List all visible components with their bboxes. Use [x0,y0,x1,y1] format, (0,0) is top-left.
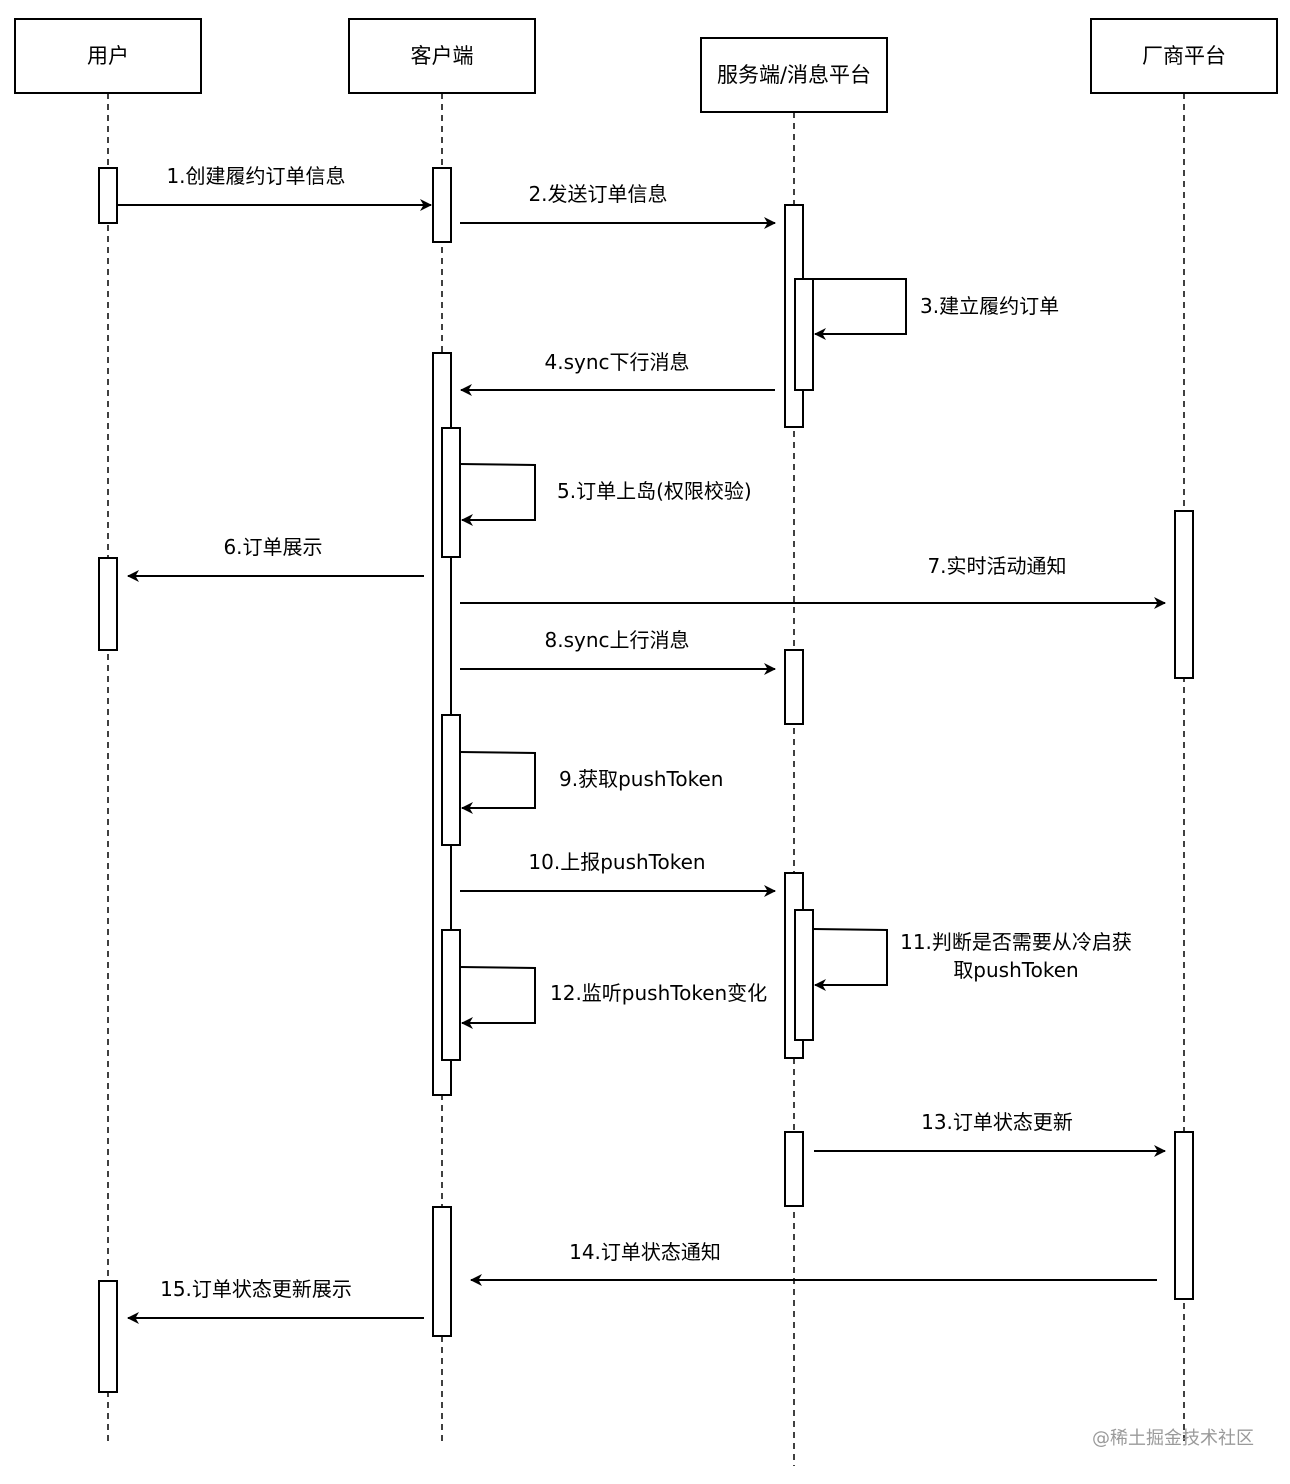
activation-server-nested-3 [794,278,814,391]
activation-server-4 [784,1131,804,1207]
message-label-6: 6.订单展示 [223,535,322,559]
message-label-9: 9.获取pushToken [559,767,723,791]
activation-client-nested-5 [441,427,461,558]
message-label-4: 4.sync下行消息 [544,350,689,374]
message-label-1: 1.创建履约订单信息 [166,164,345,188]
actor-server-label: 服务端/消息平台 [717,63,871,87]
activation-server-2 [784,649,804,725]
message-label-14: 14.订单状态通知 [569,1240,721,1264]
activation-user-1 [98,167,118,224]
message-arrow-11 [812,928,888,991]
watermark-text: @稀土掘金技术社区 [1092,1428,1254,1449]
activation-client-nested-12 [441,929,461,1061]
actor-client: 客户端 [348,18,536,94]
message-label-8: 8.sync上行消息 [544,628,689,652]
activation-vendor-2 [1174,1131,1194,1300]
actor-vendor-label: 厂商平台 [1142,44,1226,68]
message-label-7: 7.实时活动通知 [927,554,1066,578]
message-arrow-5 [459,463,536,526]
message-arrow-9 [459,751,536,814]
message-label-12: 12.监听pushToken变化 [550,981,767,1005]
activation-user-3 [98,1280,118,1393]
message-arrow-3 [813,278,907,340]
actor-user: 用户 [14,18,202,94]
activation-vendor-1 [1174,510,1194,679]
message-label-3: 3.建立履约订单 [920,294,1059,318]
message-label-5: 5.订单上岛(权限校验) [557,479,752,503]
activation-client-nested-9 [441,714,461,846]
actor-client-label: 客户端 [411,44,474,68]
activation-client-3 [432,1206,452,1337]
activation-server-nested-11 [794,909,814,1041]
message-label-11-line-1: 11.判断是否需要从冷启获 [900,930,1132,954]
activation-user-2 [98,557,118,651]
actor-server: 服务端/消息平台 [700,37,888,113]
message-label-11-line-2: 取pushToken [953,958,1078,982]
message-label-2: 2.发送订单信息 [528,182,667,206]
actor-vendor: 厂商平台 [1090,18,1278,94]
message-arrow-12 [459,966,536,1029]
message-label-13: 13.订单状态更新 [921,1110,1073,1134]
actor-user-label: 用户 [87,44,129,68]
activation-client-1 [432,167,452,243]
message-label-15: 15.订单状态更新展示 [160,1277,352,1301]
message-label-10: 10.上报pushToken [528,850,705,874]
